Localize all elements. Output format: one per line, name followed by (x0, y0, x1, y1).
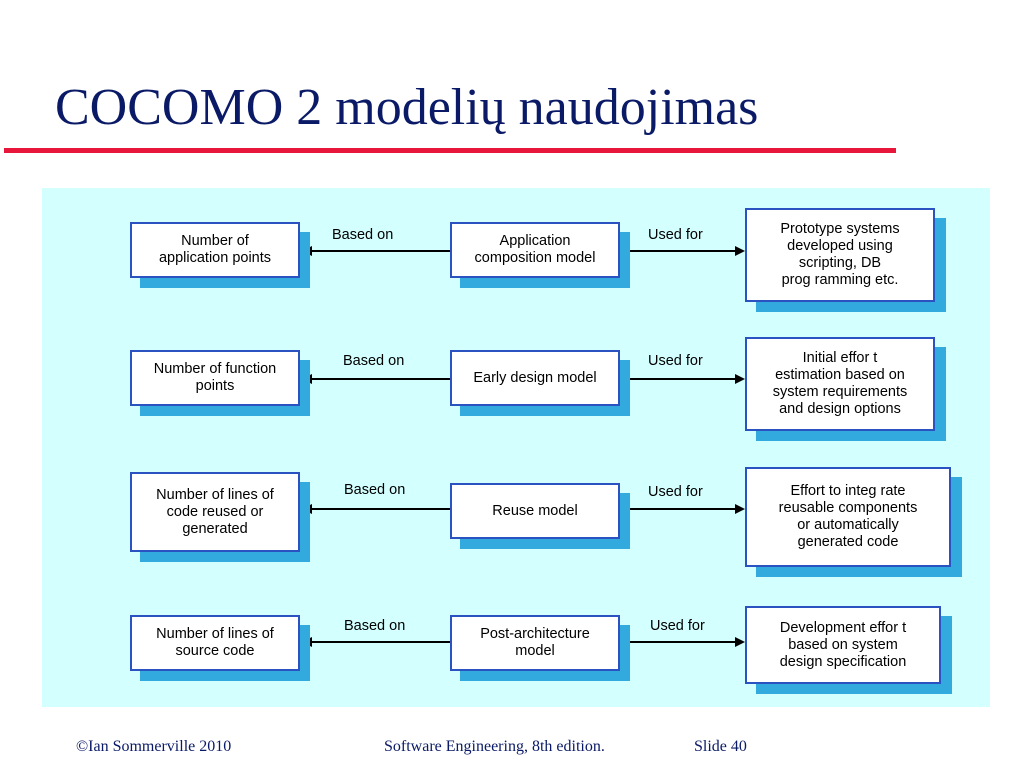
model-box-post-architecture: Post-architecture model (450, 615, 620, 671)
slide-title: COCOMO 2 modelių naudojimas (55, 79, 759, 136)
based-on-label: Based on (344, 618, 406, 634)
model-box-application-composition: Application composition model (450, 222, 620, 278)
input-box-source-lines: Number of lines of source code (130, 615, 300, 671)
footer-copyright: ©Ian Sommerville 2010 (76, 738, 232, 755)
used-for-label: Used for (648, 484, 703, 500)
based-on-label: Based on (343, 353, 405, 369)
output-box-initial-effort: Initial effor t estimation based on syst… (745, 337, 935, 431)
based-on-label: Based on (332, 227, 394, 243)
used-for-label: Used for (648, 227, 703, 243)
footer-slide-number: Slide 40 (694, 738, 747, 755)
used-for-label: Used for (648, 353, 703, 369)
output-box-development-effort: Development effor t based on system desi… (745, 606, 941, 684)
footer-book: Software Engineering, 8th edition. (384, 738, 605, 755)
title-underline (4, 148, 896, 153)
input-box-function-points: Number of function points (130, 350, 300, 406)
input-box-application-points: Number of application points (130, 222, 300, 278)
used-for-label: Used for (650, 618, 705, 634)
output-box-integration-effort: Effort to integ rate reusable components… (745, 467, 951, 567)
output-box-prototype-systems: Prototype systems developed using script… (745, 208, 935, 302)
model-box-reuse: Reuse model (450, 483, 620, 539)
input-box-lines-reused: Number of lines of code reused or genera… (130, 472, 300, 552)
model-box-early-design: Early design model (450, 350, 620, 406)
based-on-label: Based on (344, 482, 406, 498)
